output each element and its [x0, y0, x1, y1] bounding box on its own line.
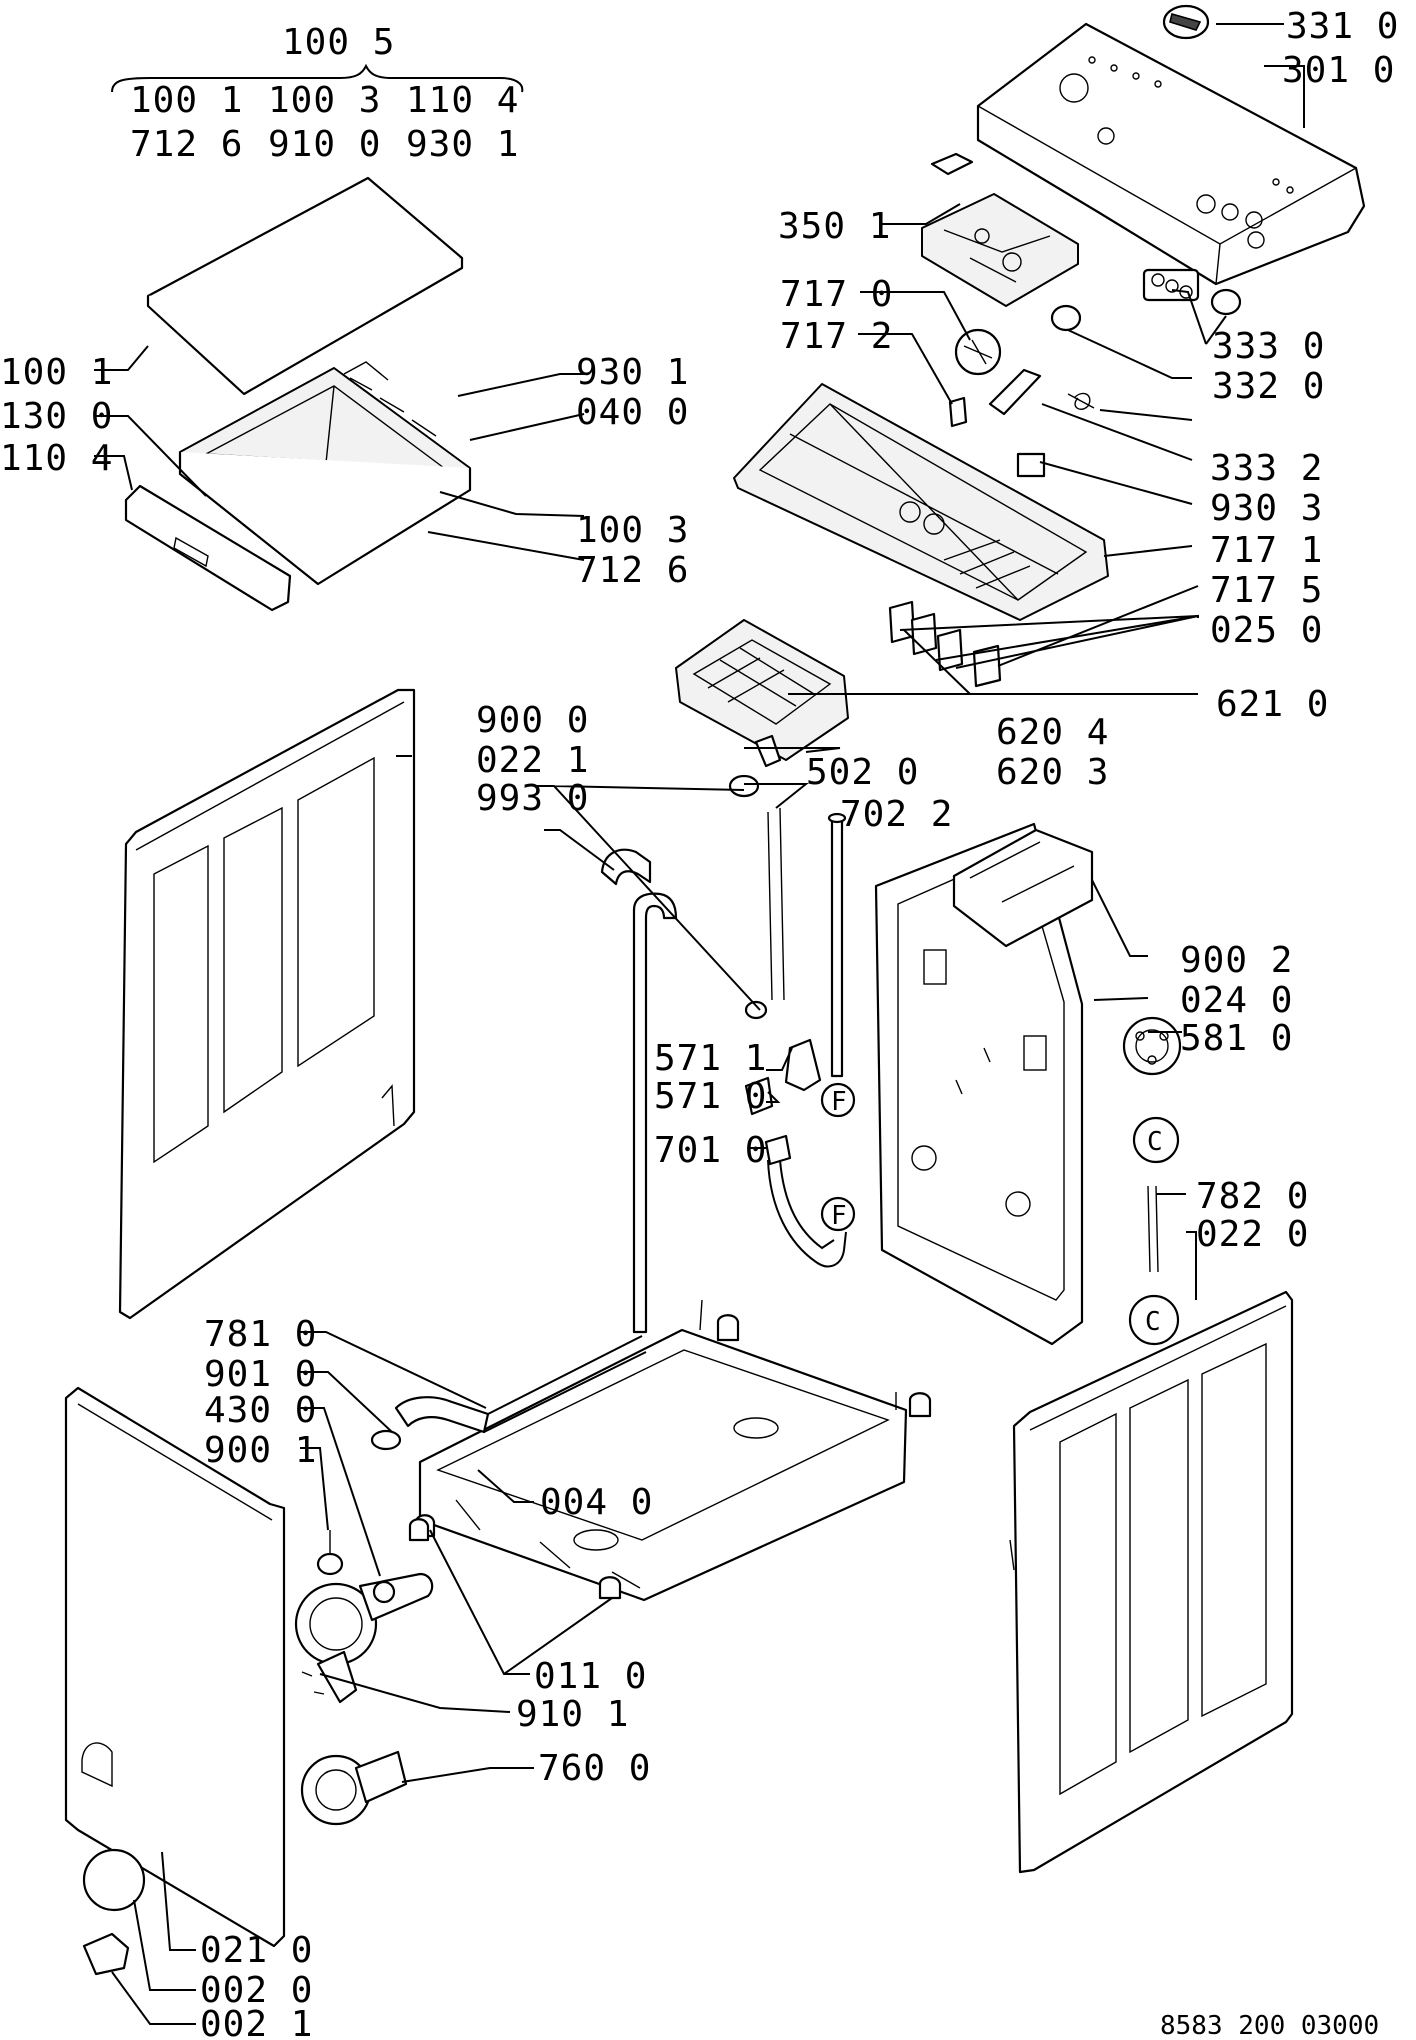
- front-panel-drawing: [64, 1386, 286, 1976]
- callout-717-0: 717 0: [780, 274, 893, 315]
- valves-drawing: [888, 600, 1002, 688]
- front-trim-drawing: [124, 484, 292, 612]
- callout-620-4: 620 4: [996, 712, 1109, 753]
- callout-702-2: 702 2: [840, 794, 953, 835]
- callout-430-0: 430 0: [204, 1390, 317, 1431]
- leader-lines: [94, 23, 1305, 2025]
- callout-620-3: 620 3: [996, 752, 1109, 793]
- pressure-switch-drawing: [1122, 1016, 1182, 1076]
- electronic-module-drawing: [675, 619, 849, 768]
- back-frame-drawing: [874, 822, 1094, 1346]
- callout-040-0: 040 0: [576, 392, 689, 433]
- callout-993-0: 993 0: [476, 778, 589, 819]
- top-frame-drawing: [178, 361, 472, 586]
- callout-930-3: 930 3: [1210, 488, 1323, 529]
- assembly-row1-c: 110 4: [406, 80, 519, 121]
- callout-581-0: 581 0: [1180, 1018, 1293, 1059]
- pressure-tube-drawing: [1147, 1185, 1159, 1273]
- callout-701-0: 701 0: [654, 1130, 767, 1171]
- pump-drawing: [294, 1530, 434, 1826]
- callout-900-1: 900 1: [204, 1430, 317, 1471]
- callout-930-1: 930 1: [576, 352, 689, 393]
- part-drawings: F F C C: [64, 4, 1366, 1976]
- callout-002-0: 002 0: [200, 1970, 313, 2011]
- push-buttons-drawing: [1142, 268, 1242, 316]
- assembly-brace: [111, 63, 524, 93]
- connector-markers: F F C C: [820, 1082, 1180, 1346]
- assembly-row2-b: 910 0: [268, 124, 381, 165]
- assembly-header: 100 5 100 1 100 3 110 4 712 6 910 0 930 …: [111, 22, 524, 165]
- callout-333-0: 333 0: [1212, 326, 1325, 367]
- callout-350-1: 350 1: [778, 206, 891, 247]
- connector-f-1: F: [831, 1087, 847, 1117]
- callout-022-1: 022 1: [476, 740, 589, 781]
- control-panel-drawing: [976, 22, 1366, 286]
- callout-100-1: 100 1: [0, 352, 113, 393]
- assembly-header-top: 100 5: [282, 22, 395, 63]
- callout-labels: 331 0 301 0 350 1 717 0 717 2 333 0 332 …: [0, 6, 1399, 2040]
- electronic-board-drawing: [921, 152, 1079, 307]
- base-frame-drawing: [408, 1299, 932, 1602]
- callout-571-1: 571 1: [654, 1038, 767, 1079]
- callout-024-0: 024 0: [1180, 980, 1293, 1021]
- callout-110-4: 110 4: [0, 438, 113, 479]
- dispenser-housing-drawing: [733, 383, 1109, 621]
- callout-331-0: 331 0: [1286, 6, 1399, 47]
- connector-c-1: C: [1147, 1127, 1163, 1157]
- sump-hose-drawing: [370, 1335, 647, 1451]
- callout-910-1: 910 1: [516, 1694, 629, 1735]
- callout-333-2: 333 2: [1210, 448, 1323, 489]
- callout-002-1: 002 1: [200, 2004, 313, 2040]
- assembly-row1-b: 100 3: [268, 80, 381, 121]
- callout-571-0: 571 0: [654, 1076, 767, 1117]
- drain-hose-drawing: [600, 848, 678, 1334]
- callout-301-0: 301 0: [1282, 50, 1395, 91]
- callout-022-0: 022 0: [1196, 1214, 1309, 1255]
- right-side-panel-drawing: [1009, 1290, 1294, 1874]
- connector-c-2: C: [1145, 1307, 1161, 1337]
- callout-900-2: 900 2: [1180, 940, 1293, 981]
- callout-717-5: 717 5: [1210, 570, 1323, 611]
- callout-717-2: 717 2: [780, 316, 893, 357]
- knob-drawing: [1162, 4, 1210, 40]
- assembly-row2-c: 930 1: [406, 124, 519, 165]
- left-side-panel-drawing: [118, 688, 416, 1320]
- callout-011-0: 011 0: [534, 1656, 647, 1697]
- callout-502-0: 502 0: [806, 752, 919, 793]
- callout-901-0: 901 0: [204, 1354, 317, 1395]
- assembly-row1-a: 100 1: [130, 80, 243, 121]
- callout-100-3: 100 3: [576, 510, 689, 551]
- callout-025-0: 025 0: [1210, 610, 1323, 651]
- inlet-hose-drawing: [764, 1134, 847, 1268]
- callout-130-0: 130 0: [0, 396, 113, 437]
- callout-332-0: 332 0: [1212, 366, 1325, 407]
- callout-021-0: 021 0: [200, 1930, 313, 1971]
- callout-781-0: 781 0: [204, 1314, 317, 1355]
- callout-782-0: 782 0: [1196, 1176, 1309, 1217]
- callout-900-0: 900 0: [476, 700, 589, 741]
- callout-717-1: 717 1: [1210, 530, 1323, 571]
- assembly-row2-a: 712 6: [130, 124, 243, 165]
- connector-f-2: F: [831, 1201, 847, 1231]
- callout-760-0: 760 0: [538, 1748, 651, 1789]
- selector-parts-drawing: [948, 304, 1095, 428]
- drawing-number: 8583 200 03000: [1160, 2011, 1379, 2040]
- inlet-parts-drawing: [728, 774, 847, 1116]
- callout-004-0: 004 0: [540, 1482, 653, 1523]
- top-lid-drawing: [146, 176, 464, 396]
- callout-621-0: 621 0: [1216, 684, 1329, 725]
- callout-712-6: 712 6: [576, 550, 689, 591]
